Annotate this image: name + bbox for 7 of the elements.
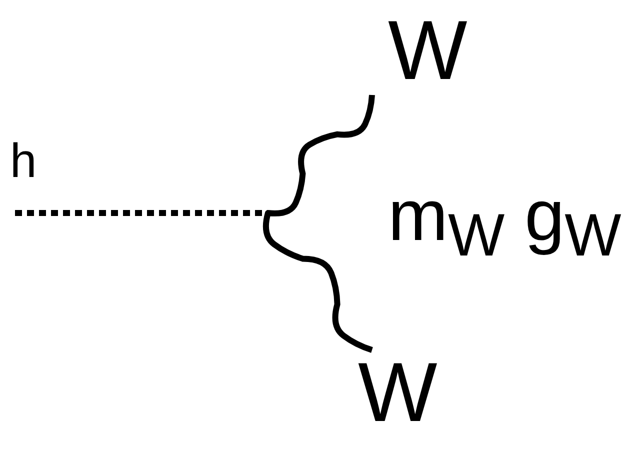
particle-label: W <box>358 350 438 434</box>
boson-wavy-line <box>262 212 373 353</box>
particle-label: W <box>366 8 468 95</box>
boson-wavy-line <box>268 94 375 216</box>
coupling-label: m$_{W}$ g$_{W}$ <box>388 180 622 266</box>
particle-label: h <box>10 138 37 186</box>
scalar-propagator-line <box>15 210 268 216</box>
